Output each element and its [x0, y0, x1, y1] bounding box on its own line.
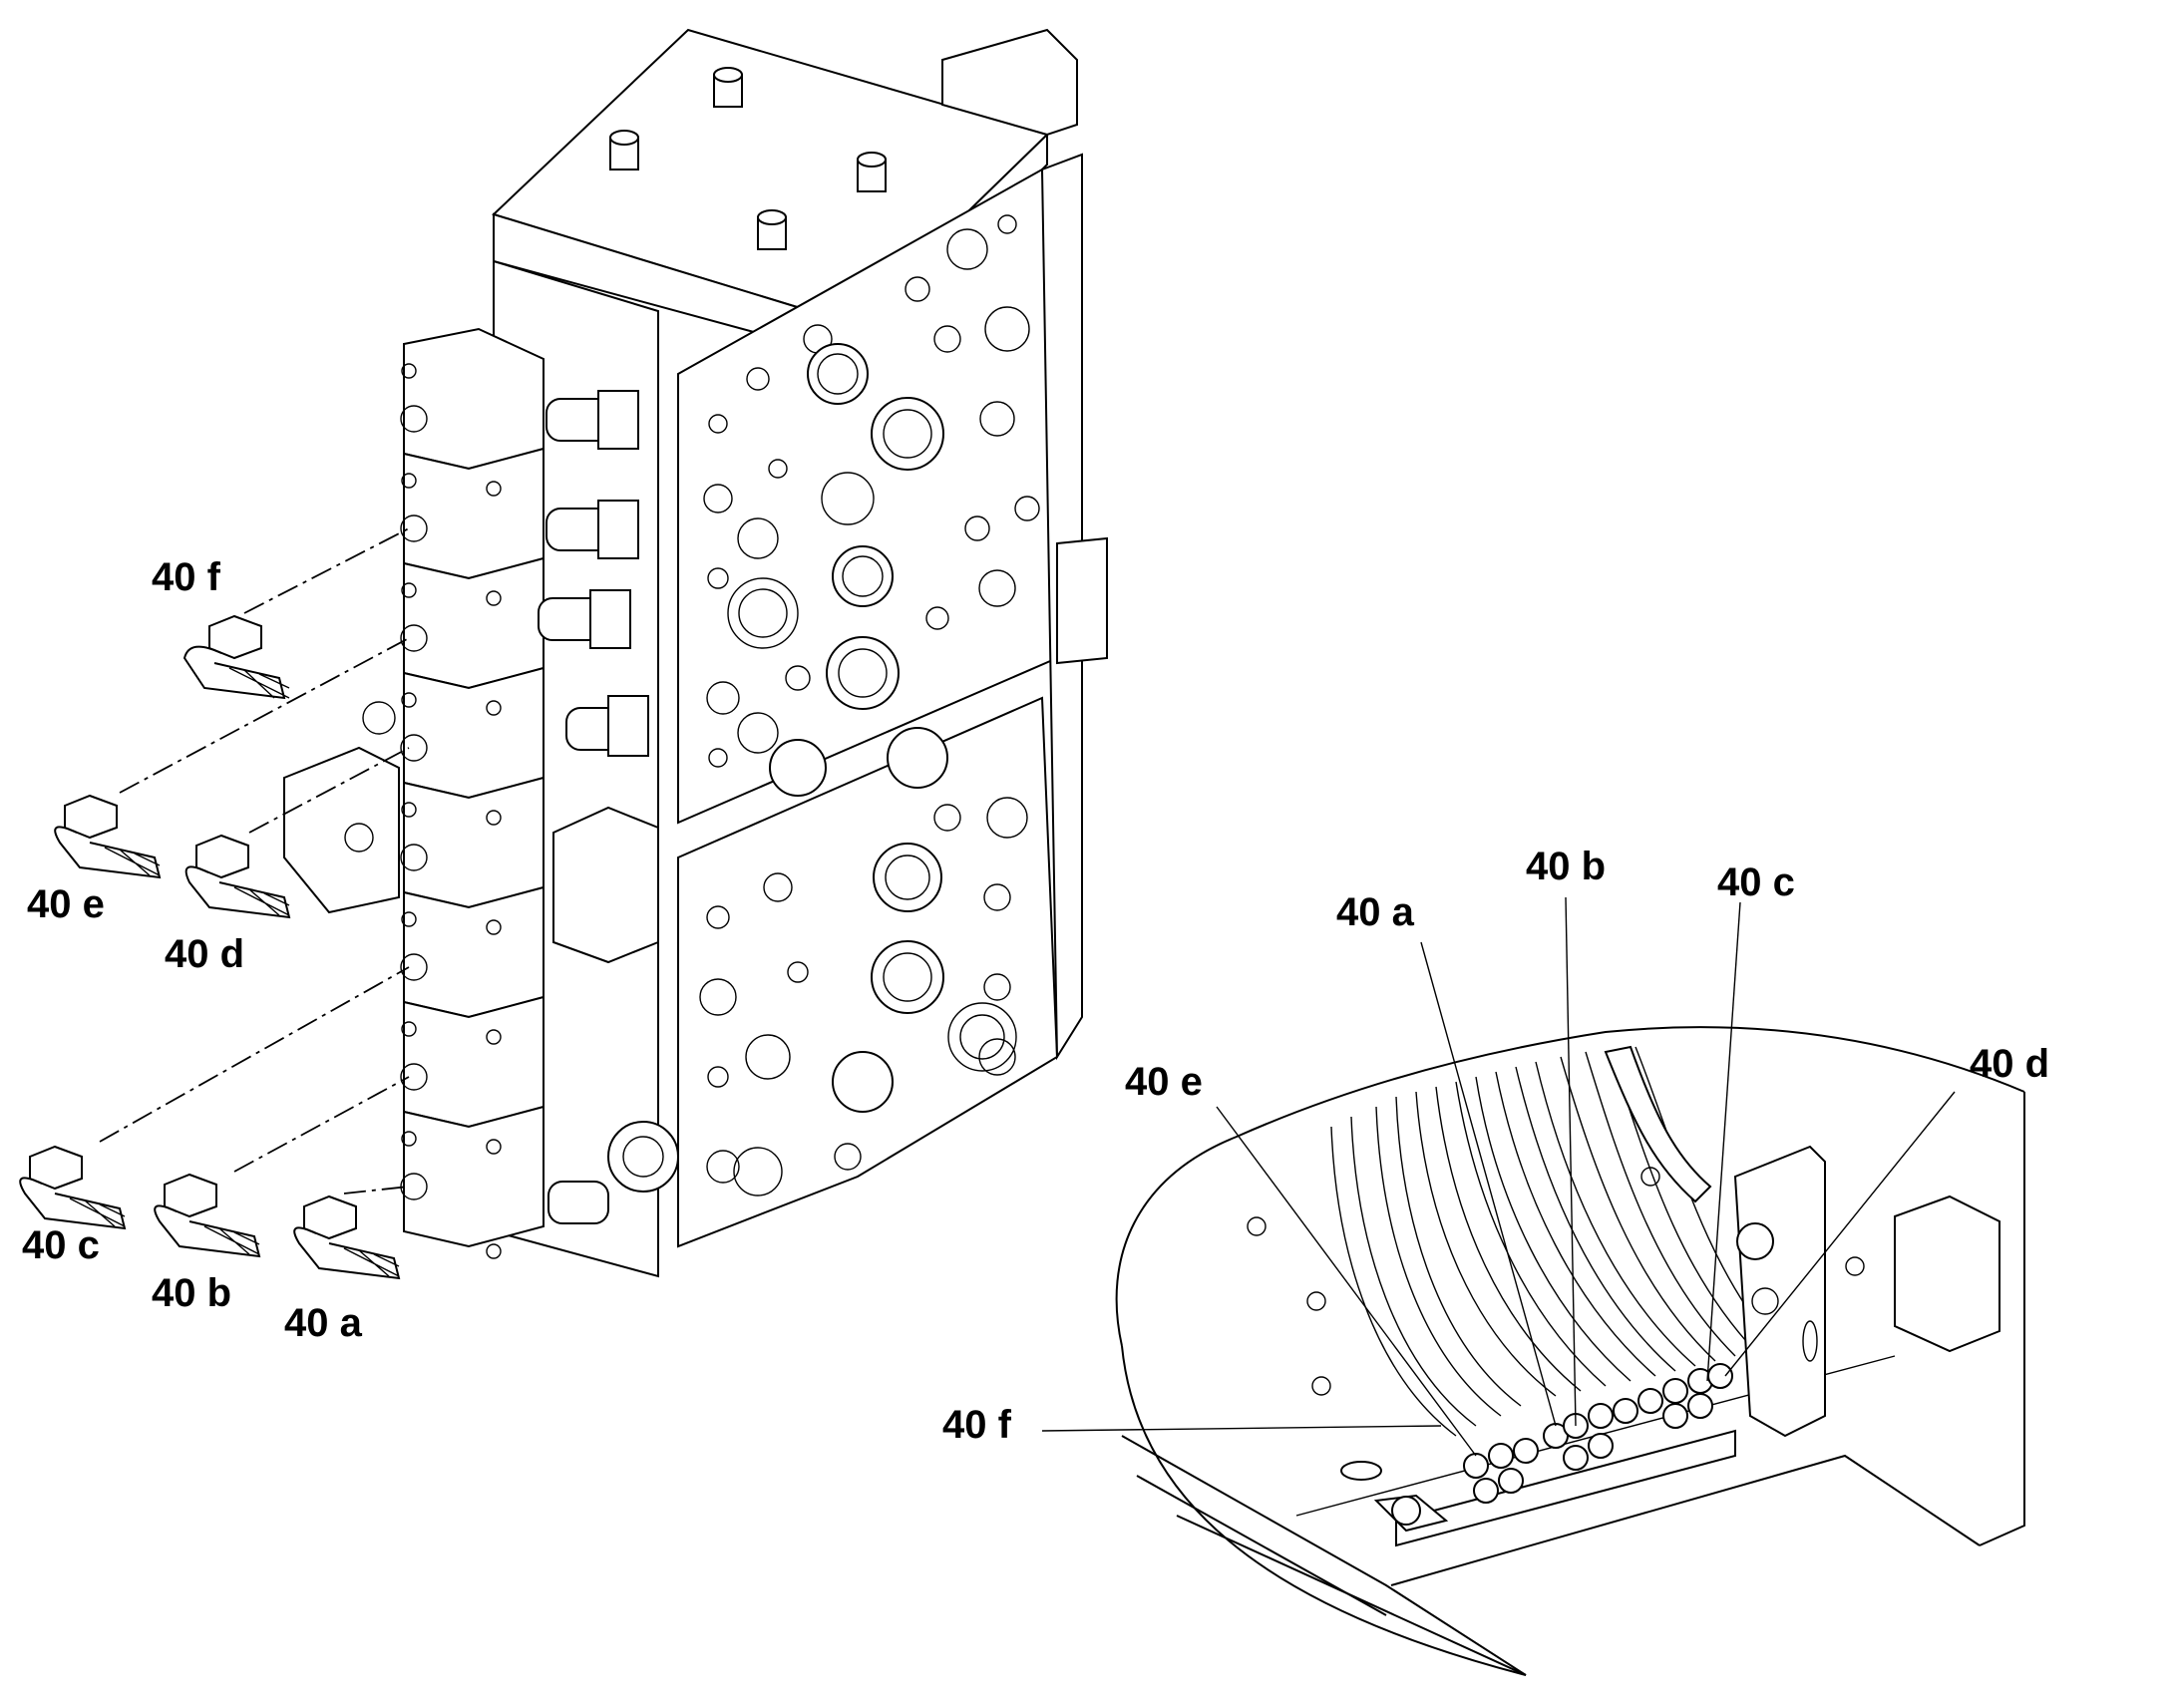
- hex-plug: [769, 739, 827, 797]
- callout-40d: 40 d: [165, 932, 244, 976]
- assembly-leader-lines: [99, 527, 410, 1195]
- hose-bundle: [1330, 1046, 1776, 1437]
- callout-40e: 40 e: [27, 882, 105, 926]
- top-bolt: [609, 130, 639, 171]
- pilot-port: [400, 405, 428, 1200]
- hex-plug: [871, 397, 944, 471]
- detail-callouts: 40 a 40 b 40 c 40 d 40 e 40 f: [942, 845, 2049, 1447]
- detail-callout-40f: 40 f: [942, 1403, 1012, 1447]
- detail-callout-40c: 40 c: [1717, 860, 1795, 904]
- detail-leader-lines: [1041, 896, 1956, 1457]
- spool-housing: [403, 327, 545, 1248]
- callout-40f: 40 f: [152, 555, 221, 599]
- solenoid-fitting: [538, 390, 649, 1224]
- detail-callout-40a: 40 a: [1336, 890, 1415, 934]
- hose-fitting-40f: [182, 614, 290, 700]
- hex-plug: [871, 940, 944, 1014]
- top-bolt: [713, 67, 743, 108]
- hex-plug: [873, 843, 942, 912]
- hex-plug: [832, 545, 894, 607]
- callout-40c: 40 c: [22, 1223, 100, 1267]
- hex-plug: [832, 1051, 894, 1113]
- hex-plug: [887, 727, 948, 789]
- hose-fitting-40d: [184, 834, 291, 919]
- hex-plug: [826, 636, 900, 710]
- hose-fitting-40b: [154, 1173, 261, 1258]
- hose-fitting-40c: [19, 1145, 127, 1230]
- detail-callout-40b: 40 b: [1526, 845, 1606, 888]
- control-valve-assembly: [283, 28, 1108, 1278]
- valve-callouts: 40 f 40 e 40 d 40 c 40 b 40 a: [22, 555, 363, 1345]
- detail-callout-40e: 40 e: [1125, 1060, 1203, 1104]
- top-bolt: [757, 209, 787, 250]
- callout-40b: 40 b: [152, 1271, 231, 1315]
- callout-40a: 40 a: [284, 1301, 363, 1345]
- housing-bolts: [401, 363, 502, 1259]
- installation-detail-view: 40 a 40 b 40 c 40 d 40 e 40 f: [942, 845, 2049, 1676]
- frame-holes: [1247, 1167, 1865, 1396]
- hex-plug: [807, 343, 869, 405]
- top-bolt: [857, 152, 887, 192]
- detail-callout-40d: 40 d: [1970, 1042, 2049, 1086]
- hose-fitting-40a: [293, 1195, 401, 1280]
- hose-fitting-40e: [54, 794, 162, 879]
